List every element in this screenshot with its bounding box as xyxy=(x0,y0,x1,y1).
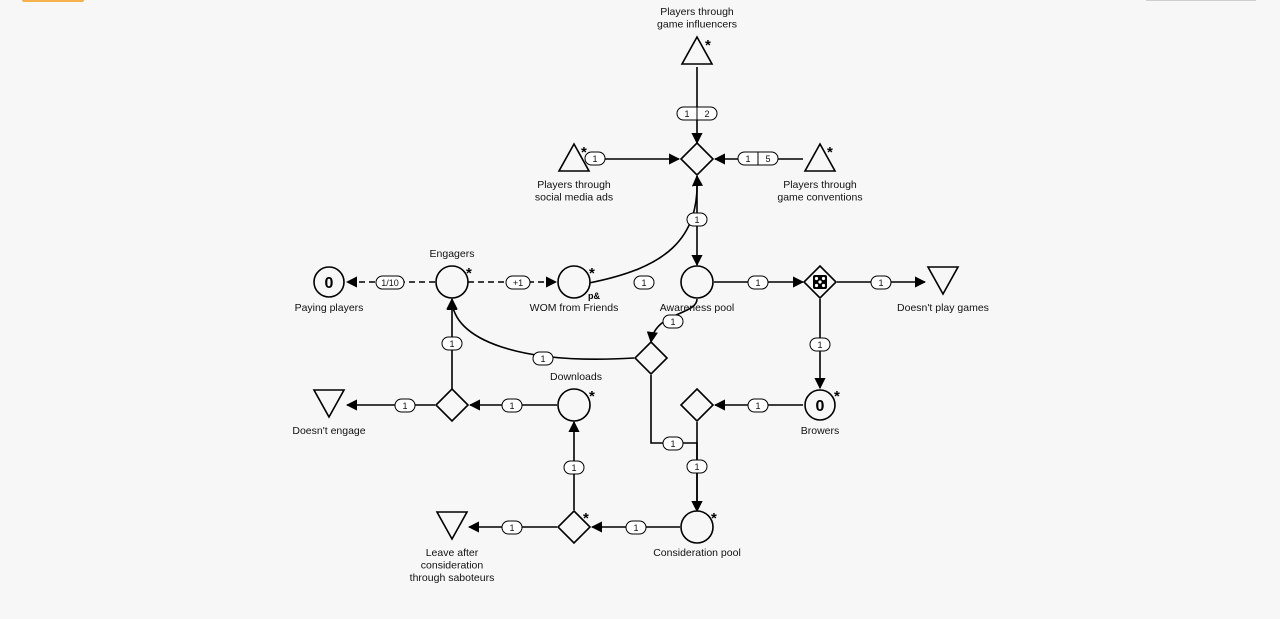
star-icon: * xyxy=(466,265,472,282)
star-icon: * xyxy=(834,388,840,405)
label-awareness: Awareness pool xyxy=(660,302,735,314)
svg-text:1: 1 xyxy=(402,401,407,411)
label-wom: WOM from Friends xyxy=(530,302,619,314)
edge-label-consid-to-gate-consid[interactable]: 1 xyxy=(625,520,647,535)
star-markers: * * * * * * * * * xyxy=(466,37,840,527)
drain-no-engage-icon[interactable] xyxy=(312,389,346,419)
svg-text:1: 1 xyxy=(670,439,675,449)
edge-label-browsers-to-gate-browse[interactable]: 1 xyxy=(747,398,769,413)
pool-consideration[interactable] xyxy=(680,510,714,544)
edge-labels: 1 2 1 5 1 1 1 1/10 +1 xyxy=(375,106,892,535)
label-no-engage: Doesn't engage xyxy=(292,425,365,437)
gate-top-icon[interactable] xyxy=(679,141,715,177)
wom-tag: p& xyxy=(588,291,600,301)
svg-text:+1: +1 xyxy=(513,278,523,288)
top-right-toolbar-edge xyxy=(1146,0,1256,1)
svg-text:2: 2 xyxy=(704,109,709,119)
edge-label-conventions[interactable]: 1 5 xyxy=(737,151,779,166)
svg-text:1: 1 xyxy=(694,215,699,225)
svg-text:1: 1 xyxy=(755,278,760,288)
edge-label-gate-browse-to-consid[interactable]: 1 xyxy=(686,459,708,474)
label-paying: Paying players xyxy=(295,302,364,314)
svg-text:1: 1 xyxy=(509,401,514,411)
edge-label-engagers-to-paying[interactable]: 1/10 xyxy=(375,275,405,290)
star-icon: * xyxy=(827,144,833,161)
edge-label-ads[interactable]: 1 xyxy=(584,151,606,166)
top-left-accent-tab[interactable] xyxy=(22,0,84,2)
edge-label-downloads-to-gate-down[interactable]: 1 xyxy=(501,398,523,413)
edge-label-wom-to-gate[interactable]: 1 xyxy=(633,275,655,290)
edge-label-gate-consid-to-saboteurs[interactable]: 1 xyxy=(501,520,523,535)
gate-mid-icon[interactable] xyxy=(633,340,669,376)
nodes xyxy=(312,35,960,545)
edge-label-awareness-to-gate-mid[interactable]: 1 xyxy=(662,314,684,329)
svg-text:1: 1 xyxy=(755,401,760,411)
edge-label-gate-down-to-noengage[interactable]: 1 xyxy=(394,398,416,413)
edge-label-gate-consid-to-downloads[interactable]: 1 xyxy=(563,460,585,475)
edge-label-dice-to-browsers[interactable]: 1 xyxy=(809,337,831,352)
star-icon: * xyxy=(583,510,589,527)
svg-text:1: 1 xyxy=(817,340,822,350)
gate-downloads-icon[interactable] xyxy=(434,387,470,423)
gate-browse-icon[interactable] xyxy=(679,387,715,423)
svg-text:1: 1 xyxy=(633,523,638,533)
paying-count: 0 xyxy=(325,275,334,292)
drain-saboteurs-icon[interactable] xyxy=(435,511,469,541)
svg-text:1: 1 xyxy=(509,523,514,533)
label-engagers: Engagers xyxy=(430,248,475,260)
pool-wom[interactable] xyxy=(557,265,591,299)
edges xyxy=(345,67,927,533)
source-social-ads-icon[interactable] xyxy=(557,142,591,172)
svg-text:1: 1 xyxy=(745,154,750,164)
svg-text:1: 1 xyxy=(670,317,675,327)
gate-consid-icon[interactable] xyxy=(556,509,592,545)
edge-label-influencers[interactable]: 1 2 xyxy=(676,106,718,121)
edge-wom-to-gate[interactable] xyxy=(588,174,704,284)
label-downloads: Downloads xyxy=(550,371,602,383)
star-icon: * xyxy=(711,510,717,527)
star-icon: * xyxy=(589,265,595,282)
pool-awareness[interactable] xyxy=(680,265,714,299)
svg-text:1: 1 xyxy=(571,463,576,473)
edge-label-gate-mid-to-engagers[interactable]: 1 xyxy=(532,351,554,366)
dice-icon xyxy=(813,275,827,289)
pool-paying-players[interactable] xyxy=(313,266,345,298)
edge-label-awareness-to-dice[interactable]: 1 xyxy=(747,275,769,290)
pool-browsers[interactable] xyxy=(804,389,836,421)
svg-text:1: 1 xyxy=(641,278,646,288)
svg-text:1/10: 1/10 xyxy=(381,278,399,288)
browsers-count: 0 xyxy=(816,398,825,415)
source-conventions-icon[interactable] xyxy=(803,142,837,172)
svg-text:1: 1 xyxy=(540,354,545,364)
edge-label-dice-to-nogames[interactable]: 1 xyxy=(870,275,892,290)
svg-text:1: 1 xyxy=(449,339,454,349)
star-icon: * xyxy=(589,388,595,405)
label-browsers: Browers xyxy=(801,425,840,437)
pool-downloads[interactable] xyxy=(557,388,591,422)
svg-text:1: 1 xyxy=(878,278,883,288)
star-icon: * xyxy=(581,144,587,161)
svg-text:1: 1 xyxy=(694,462,699,472)
edge-label-engagers-to-wom[interactable]: +1 xyxy=(505,275,531,290)
edge-label-gate-down-to-engagers[interactable]: 1 xyxy=(441,336,463,351)
source-influencers-icon[interactable] xyxy=(680,35,714,65)
svg-text:1: 1 xyxy=(592,154,597,164)
label-consideration: Consideration pool xyxy=(653,547,741,559)
label-no-games: Doesn't play games xyxy=(897,302,989,314)
edge-label-gate-to-awareness[interactable]: 1 xyxy=(686,212,708,227)
star-icon: * xyxy=(705,37,711,54)
pool-engagers[interactable] xyxy=(435,265,469,299)
svg-text:1: 1 xyxy=(684,109,689,119)
edge-gate-mid-to-engagers[interactable] xyxy=(446,297,635,360)
edge-label-gate-mid-to-consid[interactable]: 1 xyxy=(662,436,684,451)
drain-no-games-icon[interactable] xyxy=(926,266,960,296)
svg-text:5: 5 xyxy=(765,154,770,164)
